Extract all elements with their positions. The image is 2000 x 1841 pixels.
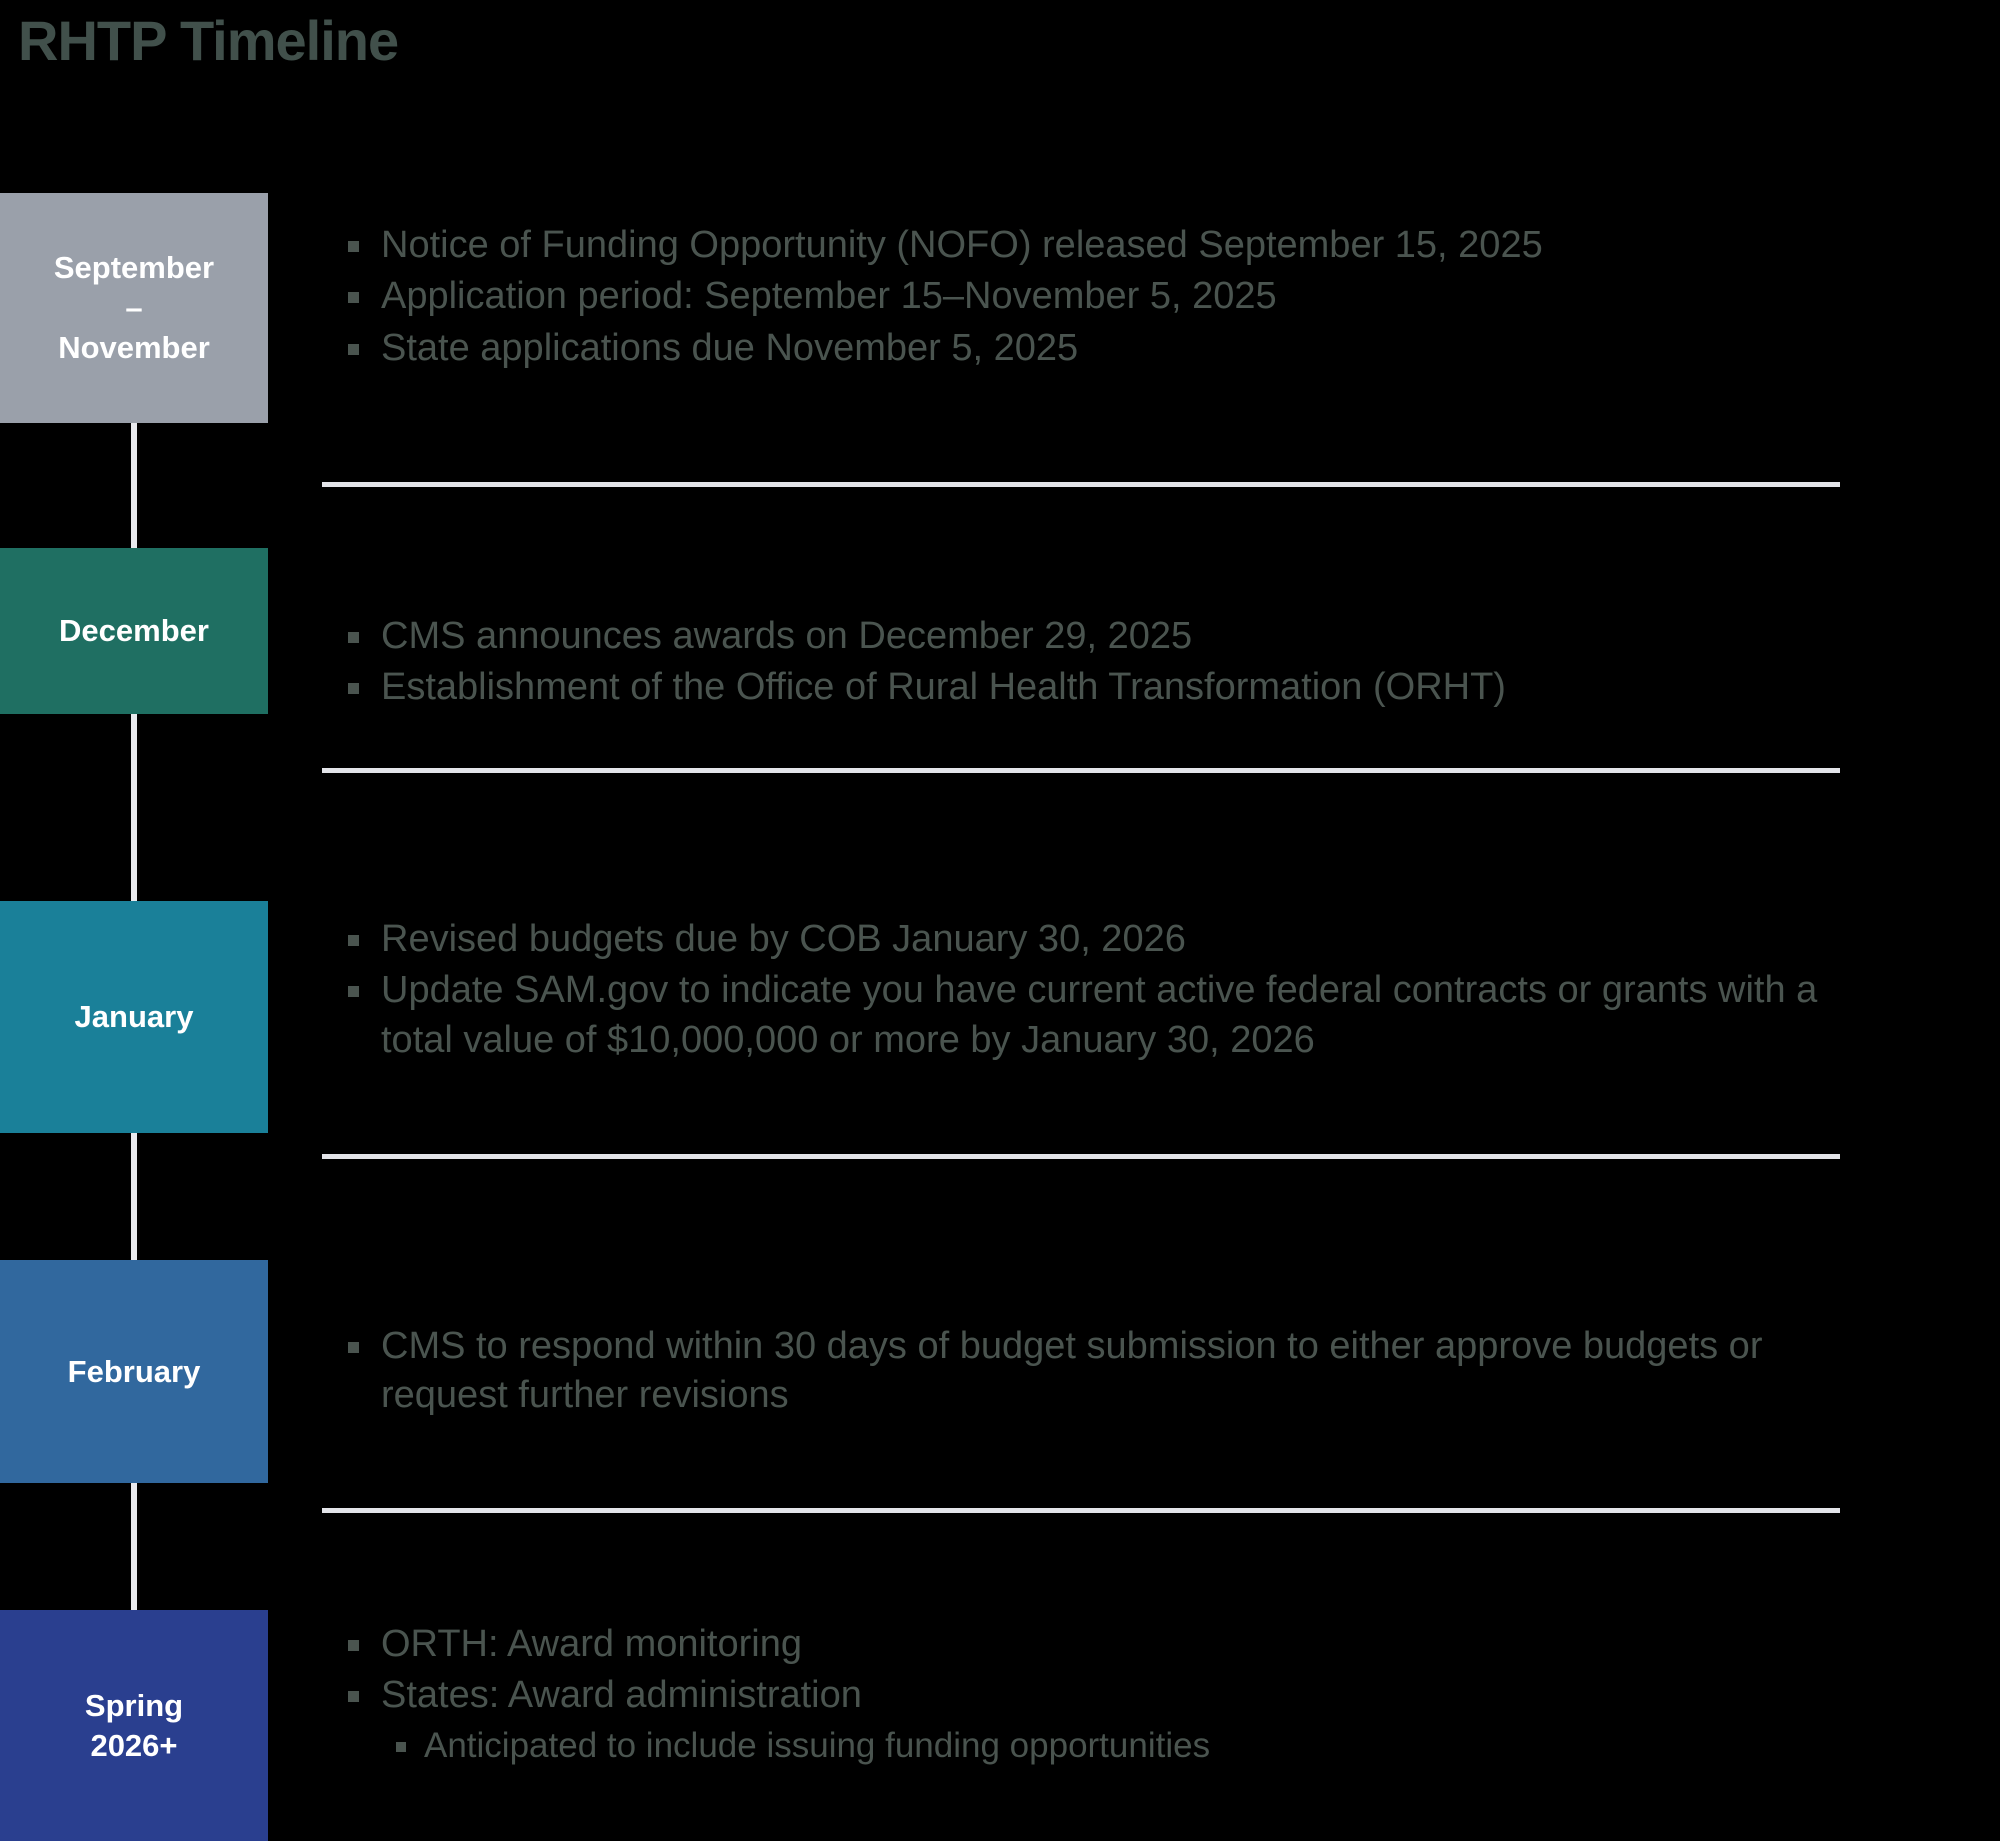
bullet-square-icon [348, 241, 359, 252]
phase-label-line: January [74, 999, 194, 1035]
list-item-text: CMS announces awards on December 29, 202… [381, 615, 1193, 657]
list-item-sub: Anticipated to include issuing funding o… [396, 1723, 1848, 1769]
list-item: Revised budgets due by COB January 30, 2… [348, 915, 1848, 964]
bullet-square-icon [348, 986, 359, 998]
bullet-square-icon [348, 935, 359, 946]
list-item-text: States: Award administration [381, 1674, 862, 1717]
phase-block-february[interactable]: February [0, 1260, 268, 1483]
list-item-text: ORTH: Award monitoring [381, 1623, 802, 1665]
list-item: Establishment of the Office of Rural Hea… [348, 663, 1848, 712]
phase-label-line: November [58, 329, 210, 365]
phase-label-line: – [125, 290, 143, 326]
connector-line-1 [131, 423, 137, 548]
section-divider-3 [322, 1154, 1840, 1159]
phase-label-line: February [67, 1353, 201, 1389]
phase-label-line: Spring [84, 1687, 184, 1723]
list-item-text: Notice of Funding Opportunity (NOFO) rel… [381, 224, 1543, 266]
list-item: Update SAM.gov to indicate you have curr… [348, 966, 1848, 1065]
phase-content-september-november: Notice of Funding Opportunity (NOFO) rel… [348, 221, 1848, 375]
phase-block-december[interactable]: December [0, 548, 268, 714]
connector-line-4 [131, 1483, 137, 1610]
list-item-text: State applications due November 5, 2025 [381, 326, 1079, 369]
list-item: State applications due November 5, 2025 [348, 324, 1848, 373]
list-item-text: CMS to respond within 30 days of budget … [381, 1325, 1763, 1417]
list-item: CMS to respond within 30 days of budget … [348, 1322, 1848, 1421]
bullet-square-icon [348, 343, 359, 355]
phase-block-september-november[interactable]: September – November [0, 193, 268, 423]
phase-content-january: Revised budgets due by COB January 30, 2… [348, 915, 1848, 1067]
connector-line-2 [131, 714, 137, 901]
phase-label-line: September [53, 250, 215, 286]
list-item: States: Award administration [348, 1671, 1848, 1720]
phase-label-line: December [59, 613, 209, 649]
phase-block-january[interactable]: January [0, 901, 268, 1133]
bullet-square-icon [348, 292, 359, 304]
section-divider-1 [322, 482, 1840, 487]
bullet-square-icon [348, 683, 359, 695]
phase-label-line: 2026+ [90, 1727, 178, 1763]
list-item-text: Update SAM.gov to indicate you have curr… [381, 969, 1818, 1061]
phase-block-spring-2026-plus[interactable]: Spring 2026+ [0, 1610, 268, 1841]
page-title: RHTP Timeline [18, 9, 399, 72]
connector-line-3 [131, 1133, 137, 1260]
section-divider-4 [322, 1508, 1840, 1513]
phase-content-february: CMS to respond within 30 days of budget … [348, 1322, 1848, 1423]
phase-content-spring-2026-plus: ORTH: Award monitoring States: Award adm… [348, 1620, 1848, 1770]
list-item: CMS announces awards on December 29, 202… [348, 612, 1848, 661]
list-item-text: Anticipated to include issuing funding o… [424, 1725, 1211, 1765]
list-item: Application period: September 15–Novembe… [348, 272, 1848, 321]
list-item-text: Application period: September 15–Novembe… [381, 275, 1277, 318]
bullet-square-icon [348, 1640, 359, 1651]
bullet-square-icon [348, 632, 359, 643]
list-item: ORTH: Award monitoring [348, 1620, 1848, 1669]
bullet-square-icon [348, 1342, 359, 1353]
section-divider-2 [322, 768, 1840, 773]
phase-content-december: CMS announces awards on December 29, 202… [348, 612, 1848, 715]
bullet-square-icon [348, 1691, 359, 1703]
bullet-square-icon [396, 1741, 406, 1752]
list-item-text: Revised budgets due by COB January 30, 2… [381, 918, 1186, 960]
list-item: Notice of Funding Opportunity (NOFO) rel… [348, 221, 1848, 270]
list-item-text: Establishment of the Office of Rural Hea… [381, 666, 1506, 709]
